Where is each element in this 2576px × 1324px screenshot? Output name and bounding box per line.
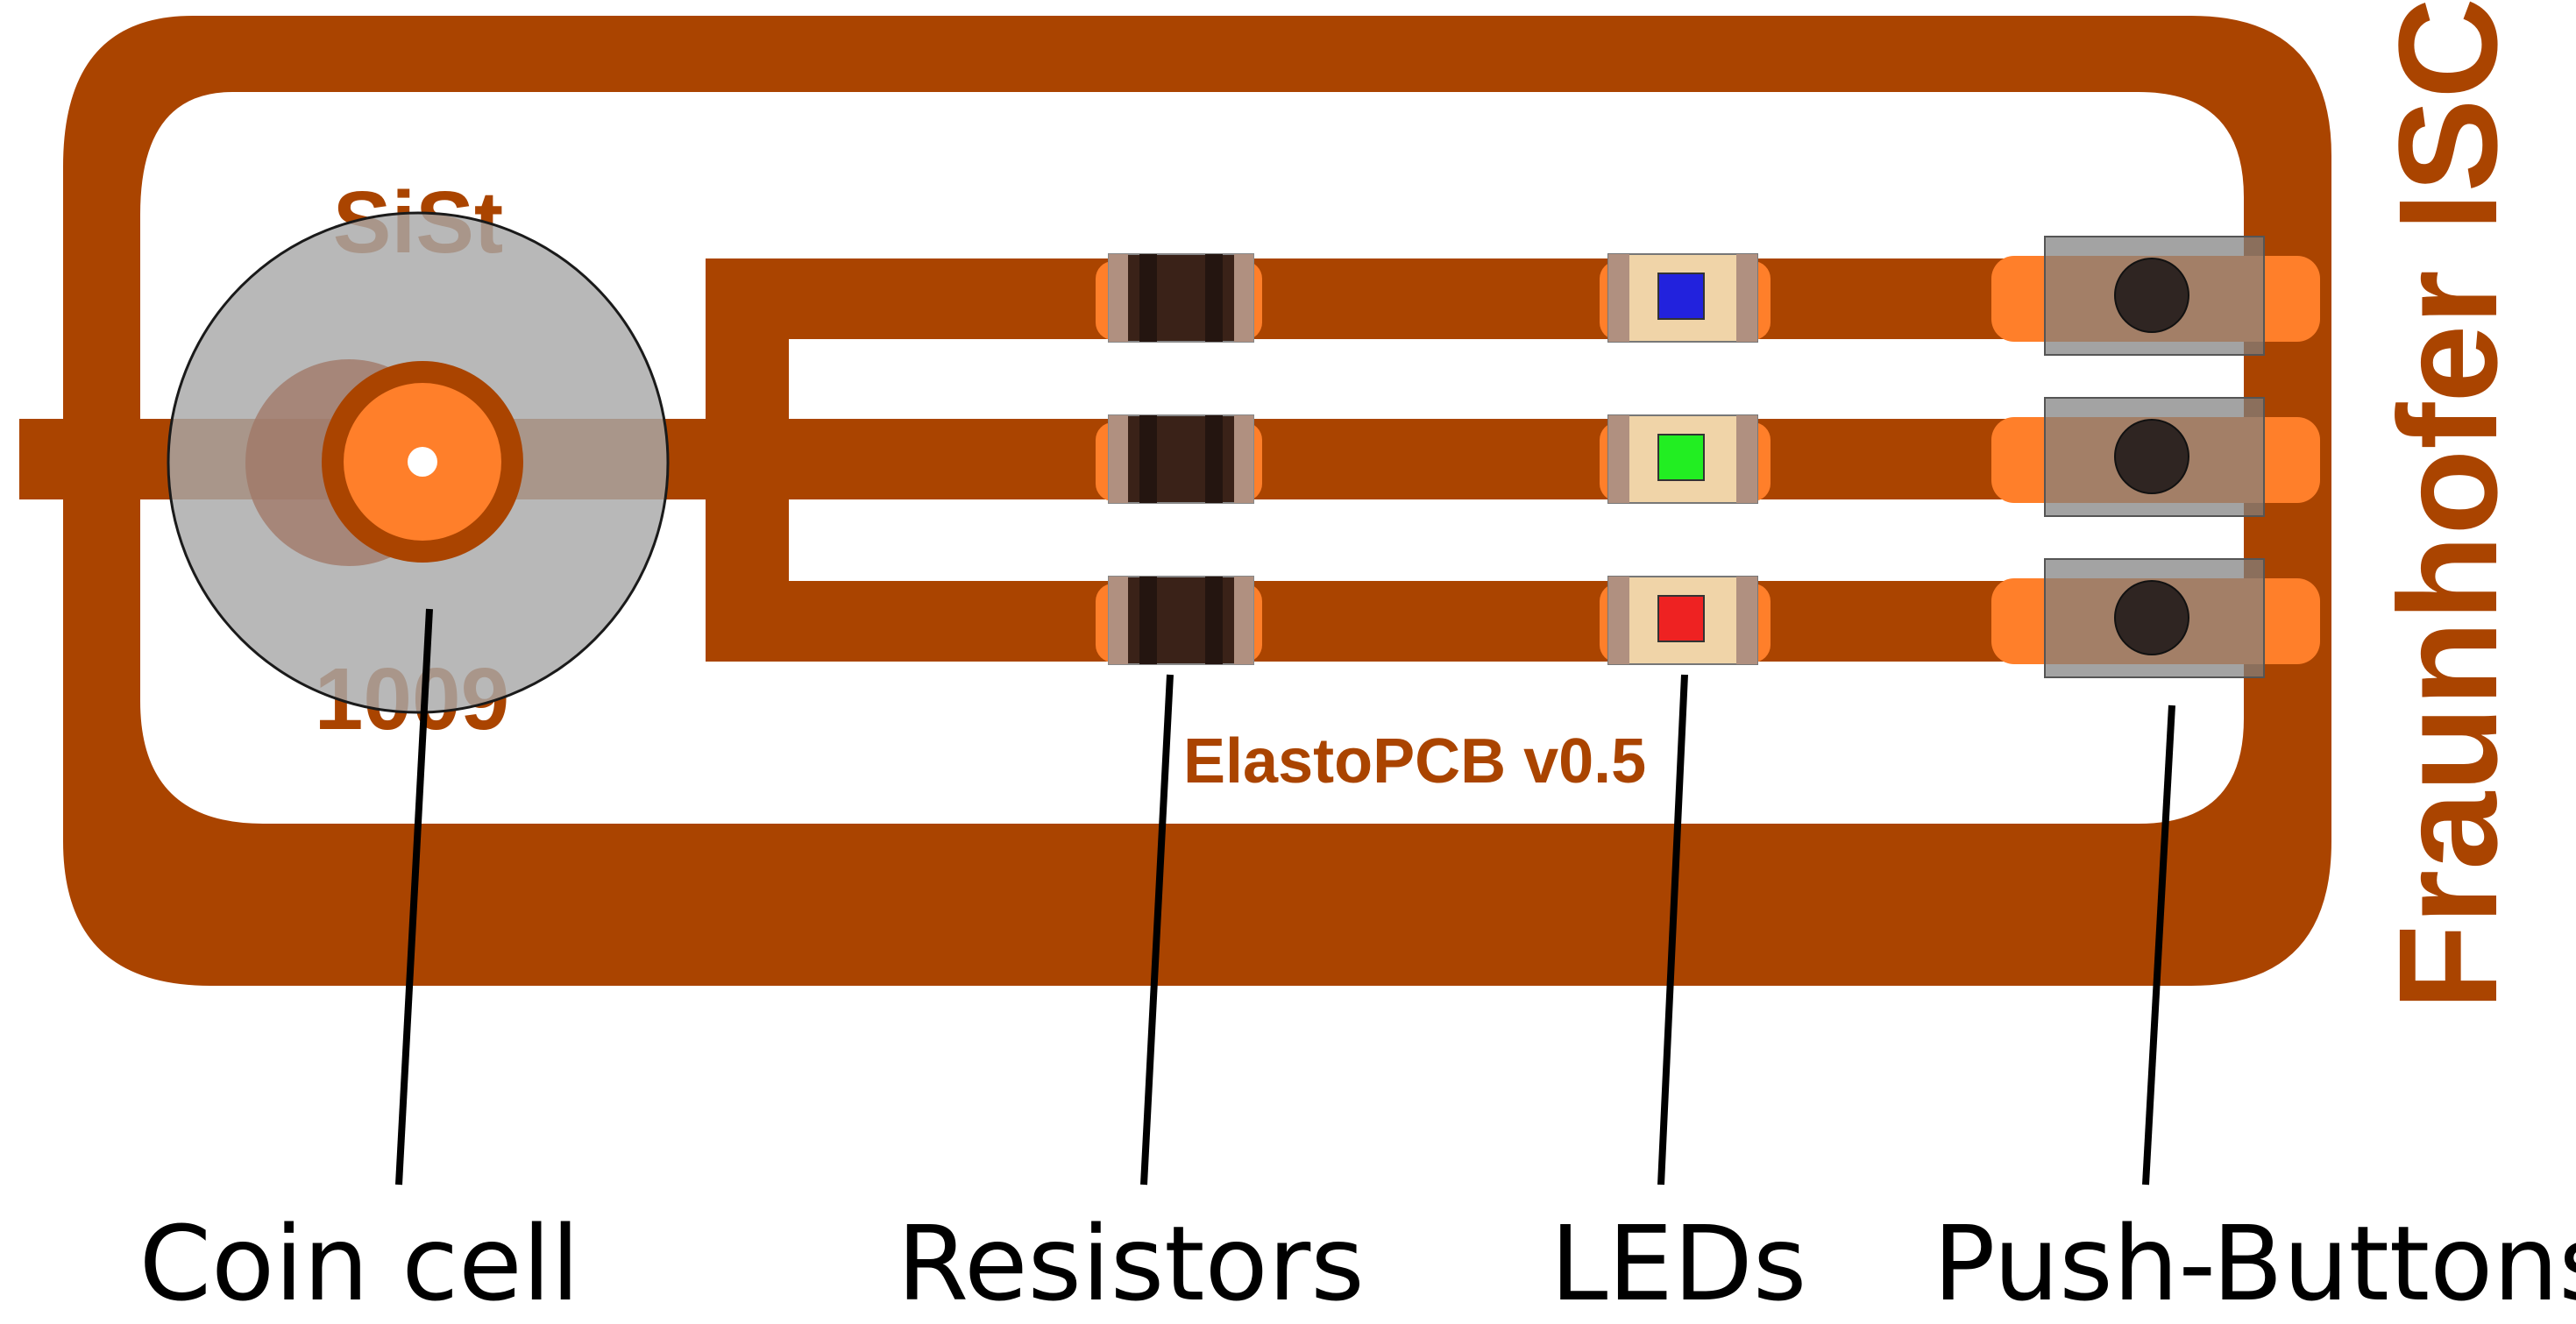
coin-cell	[167, 211, 670, 714]
coin-cell-via	[408, 447, 437, 477]
resistor-1	[1096, 253, 1262, 343]
coin-cell-callout: Coin cell	[139, 1203, 580, 1324]
push-button-2	[2044, 397, 2265, 517]
board-outline-trace	[63, 16, 2331, 986]
push-button-1-actuator	[2114, 258, 2189, 333]
resistor-3	[1096, 576, 1262, 665]
led-green-die	[1657, 434, 1705, 481]
left-stub-trace	[19, 419, 186, 499]
push-button-2-actuator	[2114, 419, 2189, 494]
resistor-2	[1096, 414, 1262, 504]
org-label: Fraunhofer ISC	[2369, 0, 2526, 1010]
led-red-die	[1657, 595, 1705, 642]
coin-cell-leader-line	[395, 608, 433, 1186]
leds-callout: LEDs	[1551, 1203, 1807, 1324]
led-blue	[1600, 253, 1771, 343]
led-blue-die	[1657, 273, 1705, 320]
led-green	[1600, 414, 1771, 504]
resistors-callout: Resistors	[897, 1203, 1364, 1324]
push-buttons-callout: Push-Buttons	[1933, 1203, 2576, 1324]
push-button-1	[2044, 236, 2265, 356]
leds-leader-line	[1657, 674, 1688, 1186]
push-button-3-actuator	[2114, 580, 2189, 655]
led-red	[1600, 576, 1771, 665]
push-button-3	[2044, 558, 2265, 678]
resistors-leader-line	[1140, 674, 1174, 1186]
board-name-label: ElastoPCB v0.5	[1183, 726, 1646, 797]
push-buttons-leader-line	[2142, 704, 2175, 1186]
